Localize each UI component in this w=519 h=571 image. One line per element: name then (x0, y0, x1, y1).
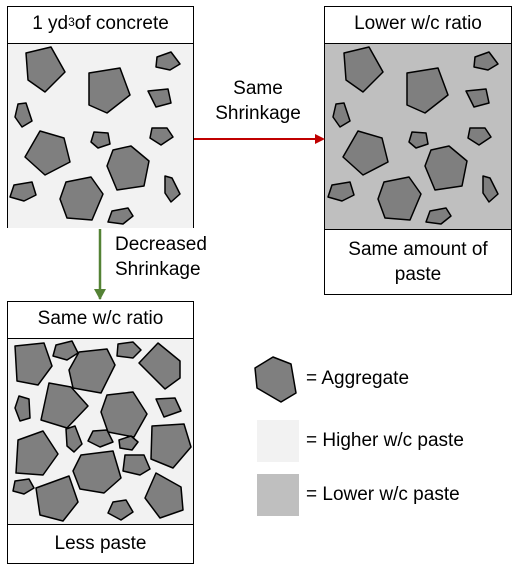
less-paste-footer-text: Less paste (54, 533, 147, 555)
aggregate (88, 67, 131, 114)
aggregate (25, 46, 66, 93)
aggregate (377, 176, 422, 221)
aggregate (100, 391, 148, 438)
aggregate (424, 145, 468, 191)
concrete-panel-lower-wc-title: Lower w/c ratio (324, 6, 512, 44)
aggregates-lower-wc (327, 46, 499, 225)
aggregate (59, 176, 104, 221)
aggregate (342, 130, 389, 176)
aggregate (332, 102, 351, 128)
aggregate (14, 342, 53, 386)
aggregate (425, 207, 452, 225)
concrete-panel-less-paste-title: Same w/c ratio (7, 301, 194, 339)
decreased-shrinkage-label: Decreased Shrinkage (115, 233, 207, 282)
aggregate (14, 395, 31, 422)
aggregate (164, 175, 181, 203)
aggregate (138, 342, 181, 390)
aggregate (107, 207, 134, 225)
aggregate (68, 348, 116, 394)
aggregate (149, 127, 174, 146)
lower-wc-title-text: Lower w/c ratio (354, 13, 482, 35)
same-shrinkage-label: Same Shrinkage (205, 77, 311, 126)
legend-higher-wc-swatch (257, 420, 299, 462)
aggregates-less-paste (12, 340, 192, 522)
less-paste-title-text: Same w/c ratio (37, 308, 164, 330)
aggregate (327, 181, 355, 202)
decreased-shrinkage-line-2: Shrinkage (115, 258, 201, 280)
legend-lower-wc-label: = Lower w/c paste (306, 484, 460, 505)
aggregate (106, 145, 150, 191)
aggregate (118, 435, 139, 451)
aggregate (155, 397, 182, 418)
aggregate (15, 430, 59, 476)
concrete-panel-less-paste-footer: Less paste (7, 525, 194, 564)
aggregate (52, 340, 79, 361)
legend-higher-wc-label: = Higher w/c paste (306, 430, 464, 451)
legend-aggregate-label: = Aggregate (306, 368, 410, 389)
aggregate (482, 175, 499, 203)
aggregate (87, 429, 114, 448)
aggregate (24, 130, 71, 176)
title-prefix: 1 yd (32, 13, 69, 35)
aggregate (40, 382, 89, 429)
aggregate (116, 341, 142, 359)
decreased-shrinkage-line-1: Decreased (115, 234, 207, 255)
title-superscript: 3 (68, 14, 75, 29)
concrete-panel-lower-wc-footer: Same amount of paste (324, 230, 512, 295)
aggregate (144, 472, 184, 519)
aggregate (150, 423, 192, 469)
title-suffix: of concrete (74, 13, 169, 35)
aggregate (72, 450, 122, 494)
same-shrinkage-line-1: Same (233, 78, 283, 99)
aggregate (408, 131, 429, 149)
legend-lower-wc-swatch (257, 474, 299, 516)
aggregate (12, 478, 35, 495)
footer-line-1: Same amount of (348, 238, 488, 260)
aggregate (473, 51, 499, 71)
aggregate (155, 51, 181, 71)
aggregate (406, 67, 449, 114)
footer-line-2: paste (394, 263, 442, 285)
aggregate (467, 127, 492, 146)
aggregate (9, 181, 37, 202)
aggregate (465, 88, 490, 108)
aggregate (14, 102, 33, 128)
aggregate (122, 454, 151, 476)
aggregate (90, 131, 111, 149)
legend-aggregate-icon (254, 356, 297, 403)
aggregate (107, 499, 134, 521)
aggregate (343, 46, 384, 93)
aggregate (65, 425, 83, 453)
aggregates-original (9, 46, 181, 225)
same-shrinkage-line-2: Shrinkage (215, 102, 301, 124)
decreased-shrinkage-arrowhead (94, 289, 106, 300)
aggregate (147, 88, 172, 108)
aggregate (35, 475, 79, 522)
